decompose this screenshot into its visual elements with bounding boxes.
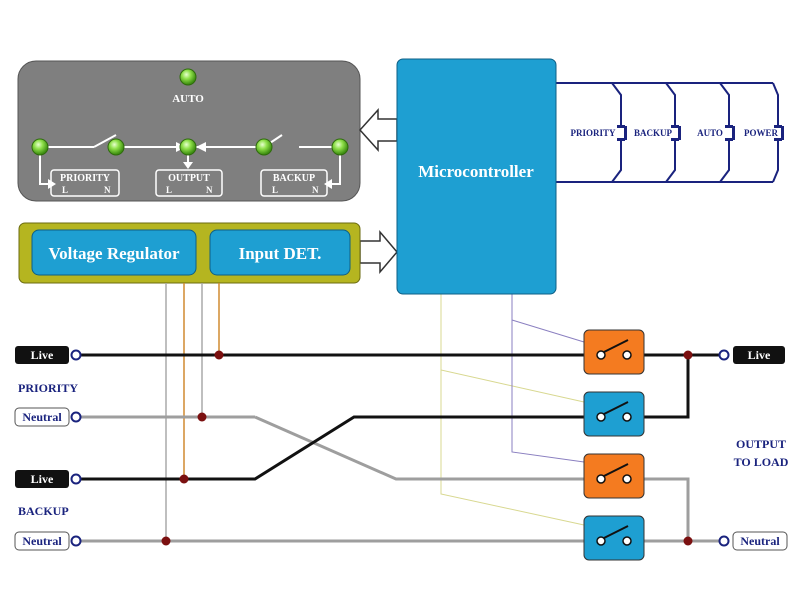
relay-priority-neutral — [583, 453, 645, 499]
button-bus — [556, 82, 779, 183]
auto-button-label: AUTO — [697, 128, 723, 138]
output-label-line2: TO LOAD — [734, 455, 789, 469]
input-det-label: Input DET. — [239, 244, 322, 263]
relay-backup-neutral — [583, 515, 645, 561]
terminal-priority-neutral: Neutral — [14, 407, 82, 427]
backup-outlet — [260, 169, 328, 197]
microcontroller-label: Microcontroller — [418, 162, 534, 181]
terminal-priority-live: Live — [15, 346, 82, 364]
output-label-line1: OUTPUT — [736, 437, 786, 451]
priority-source-label: PRIORITY — [18, 381, 78, 395]
terminal-output-neutral: Neutral — [718, 531, 788, 551]
power-button-label: POWER — [744, 128, 779, 138]
output-outlet — [155, 169, 223, 197]
relay-priority-live — [583, 329, 645, 375]
terminal-priority-live-label: Live — [31, 348, 54, 362]
mains-wiring — [76, 353, 724, 543]
priority-outlet-label: PRIORITY — [60, 173, 111, 184]
terminal-backup-neutral: Neutral — [14, 531, 82, 551]
terminal-backup-neutral-label: Neutral — [22, 534, 62, 548]
backup-outlet-n: N — [312, 185, 319, 195]
backup-button-label: BACKUP — [634, 128, 673, 138]
microcontroller-block: Microcontroller — [396, 58, 557, 295]
output-outlet-l: L — [166, 185, 172, 195]
voltage-regulator-block — [31, 229, 197, 276]
backup-source-label: BACKUP — [18, 504, 69, 518]
button-contacts — [617, 125, 784, 141]
priority-outlet-n: N — [104, 185, 111, 195]
micro-to-panel-arrow — [358, 108, 398, 152]
junction-nodes — [161, 350, 693, 546]
backup-led-right — [331, 138, 349, 156]
voltage-regulator-label: Voltage Regulator — [48, 244, 180, 263]
indicator-panel: AUTO PRIORITY L N OUTPUT L N BACKUP L N — [17, 60, 361, 202]
terminal-output-live-label: Live — [748, 348, 771, 362]
relay-backup-live — [583, 391, 645, 437]
terminal-output-live: Live — [718, 346, 785, 364]
backup-outlet-l: L — [272, 185, 278, 195]
backup-led-left — [255, 138, 273, 156]
output-outlet-label: OUTPUT — [168, 173, 210, 184]
auto-led — [179, 68, 197, 86]
priority-outlet — [50, 169, 120, 197]
priority-led-right — [107, 138, 125, 156]
power-module: Voltage Regulator Input DET. — [18, 222, 361, 284]
terminal-priority-neutral-label: Neutral — [22, 410, 62, 424]
output-outlet-n: N — [206, 185, 213, 195]
input-det-block — [209, 229, 351, 276]
terminal-backup-live-label: Live — [31, 472, 54, 486]
output-led — [179, 138, 197, 156]
auto-label: AUTO — [172, 93, 204, 105]
priority-outlet-l: L — [62, 185, 68, 195]
priority-led-left — [31, 138, 49, 156]
backup-outlet-label: BACKUP — [273, 173, 315, 184]
control-wires — [165, 283, 585, 541]
terminal-backup-live: Live — [15, 470, 82, 488]
module-to-micro-arrow — [359, 229, 398, 275]
terminal-output-neutral-label: Neutral — [740, 534, 780, 548]
priority-button-label: PRIORITY — [570, 128, 616, 138]
